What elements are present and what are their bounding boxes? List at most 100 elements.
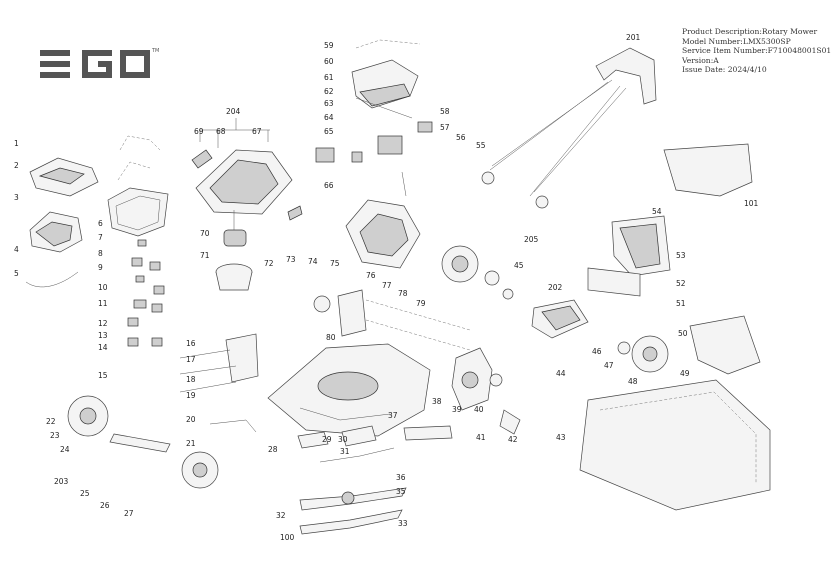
callout-65: 65 [324,127,334,136]
callout-11: 11 [98,299,108,308]
callout-68: 68 [216,127,226,136]
side-panel-part [451,347,503,411]
callout-layer: 1234567891011121314151617181920212223242… [14,33,759,542]
motor-part [215,210,253,291]
callout-52: 52 [676,279,686,288]
hardware-parts [117,135,165,347]
product-info: Product Description:Rotary Mower Model N… [682,27,831,75]
callout-55: 55 [476,141,486,150]
issue-date: Issue Date: 2024/4/10 [682,65,767,75]
callout-18: 18 [186,375,196,384]
height-adjuster-part [179,333,259,393]
battery-cover-part [25,157,99,288]
callout-77: 77 [382,281,392,290]
callout-60: 60 [324,57,334,66]
callout-204: 204 [226,107,241,116]
callout-31: 31 [340,447,350,456]
callout-36: 36 [396,473,406,482]
callout-25: 25 [80,489,90,498]
callout-203: 203 [54,477,69,486]
callout-53: 53 [676,251,686,260]
callout-72: 72 [264,259,274,268]
grass-bag-part [579,143,771,511]
handle-part [481,47,657,209]
callout-24: 24 [60,445,70,454]
callout-50: 50 [678,329,688,338]
deck-housing-part [345,171,421,269]
callout-80: 80 [326,333,336,342]
callout-12: 12 [98,319,108,328]
callout-57: 57 [440,123,450,132]
callout-22: 22 [46,417,56,426]
callout-46: 46 [592,347,602,356]
callout-21: 21 [186,439,196,448]
version: Version:A [682,55,719,65]
axle-part [209,419,257,433]
callout-41: 41 [476,433,486,442]
callout-1: 1 [14,139,19,148]
callout-17: 17 [186,355,196,364]
callout-66: 66 [324,181,334,190]
callout-61: 61 [324,73,334,82]
callout-45: 45 [514,261,524,270]
callout-33: 33 [398,519,408,528]
callout-26: 26 [100,501,110,510]
callout-39: 39 [452,405,462,414]
blade-part [299,447,407,535]
rear-wheel-part [441,245,514,300]
callout-43: 43 [556,433,566,442]
callout-20: 20 [186,415,196,424]
callout-64: 64 [324,113,334,122]
callout-15: 15 [98,371,108,380]
callout-73: 73 [286,255,296,264]
callout-42: 42 [508,435,518,444]
callout-2: 2 [14,161,19,170]
callout-6: 6 [98,219,103,228]
callout-32: 32 [276,511,286,520]
callout-205: 205 [524,235,539,244]
rear-deflector-part [313,289,471,351]
control-box-part [315,39,433,163]
callout-78: 78 [398,289,408,298]
callout-101: 101 [744,199,759,208]
callout-58: 58 [440,107,450,116]
callout-62: 62 [324,87,334,96]
callout-37: 37 [388,411,398,420]
callout-35: 35 [396,487,406,496]
callout-3: 3 [14,193,19,202]
callout-47: 47 [604,361,614,370]
callout-30: 30 [338,435,348,444]
callout-67: 67 [252,127,262,136]
svg-text:TM: TM [151,48,159,54]
callout-70: 70 [200,229,210,238]
callout-19: 19 [186,391,196,400]
callout-27: 27 [124,509,134,518]
callout-51: 51 [676,299,686,308]
callout-38: 38 [432,397,442,406]
callout-49: 49 [680,369,690,378]
service-item-number: Service Item Number:F710048001S01 [682,46,831,56]
callout-69: 69 [194,127,204,136]
callout-44: 44 [556,369,566,378]
callout-40: 40 [474,405,484,414]
callout-76: 76 [366,271,376,280]
callout-201: 201 [626,33,641,42]
callout-56: 56 [456,133,466,142]
callout-75: 75 [330,259,340,268]
callout-63: 63 [324,99,334,108]
callout-14: 14 [98,343,108,352]
left-wheel-part [67,395,219,489]
callout-71: 71 [200,251,210,260]
drive-unit-part [531,299,589,339]
motor-cover-part [191,118,303,221]
battery-compartment-part [107,187,169,237]
callout-8: 8 [98,249,103,258]
callout-10: 10 [98,283,108,292]
callout-4: 4 [14,245,19,254]
callout-79: 79 [416,299,426,308]
callout-59: 59 [324,41,334,50]
callout-7: 7 [98,233,103,242]
rear-flap-part [297,409,521,449]
ego-logo: TM [40,48,159,78]
mower-deck-part [267,343,431,437]
